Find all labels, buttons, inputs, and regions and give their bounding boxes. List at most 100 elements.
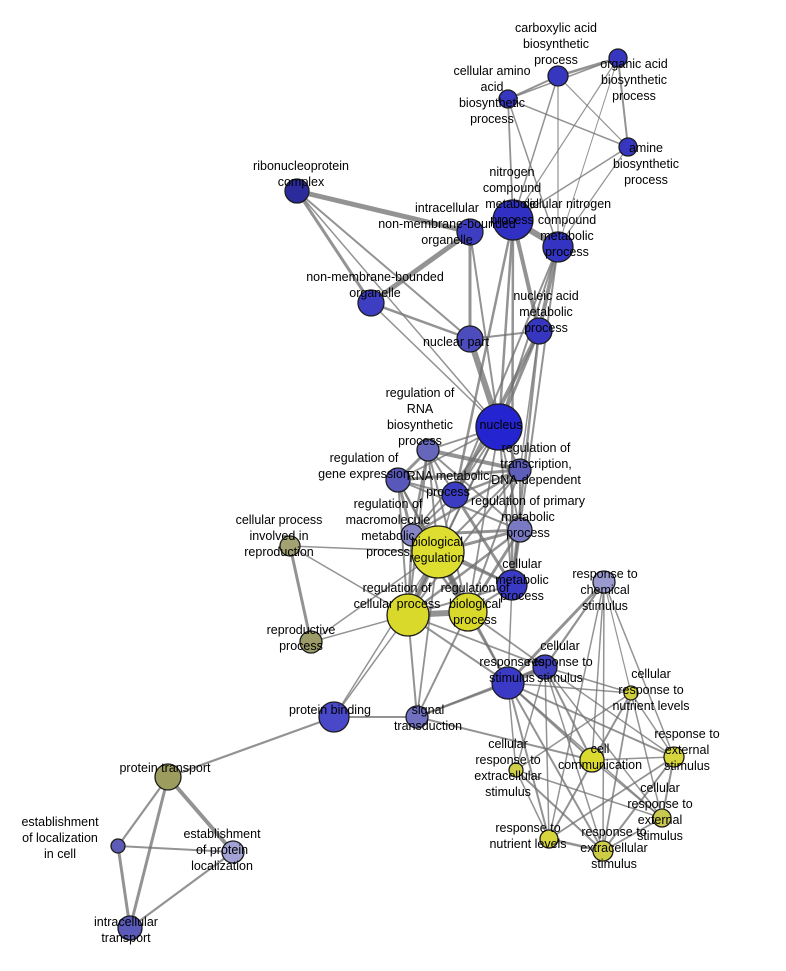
node-cellrespextra[interactable] xyxy=(508,762,524,778)
node-estprotloc[interactable] xyxy=(221,840,245,864)
edge-chemstim-respextra xyxy=(602,581,605,852)
node-inmbo[interactable] xyxy=(456,218,484,246)
node-cellcomm[interactable] xyxy=(579,747,605,773)
edge-chemstim-cellrespnut xyxy=(603,581,632,694)
edge-bioreg-sigtrans xyxy=(416,551,439,718)
edge-regtrans-reggene xyxy=(396,468,522,482)
edge-rnp-nmbo xyxy=(295,189,373,305)
edge-sigtrans-cellcomm xyxy=(416,716,593,761)
edge-chemstim-respext xyxy=(603,581,675,758)
node-amine[interactable] xyxy=(618,137,638,157)
edge-organic-cncmp xyxy=(557,57,619,248)
node-estloc[interactable] xyxy=(110,838,126,854)
edge-organic-ncmp xyxy=(512,57,619,221)
edge-bioreg-protbind xyxy=(333,551,439,718)
node-rnp[interactable] xyxy=(284,178,310,204)
edge-regcell-cellrespstim xyxy=(407,614,546,668)
node-respextra[interactable] xyxy=(592,840,614,862)
edge-namp-cellmet xyxy=(510,329,541,587)
edge-cellrespstim-cellrespnut xyxy=(544,666,632,694)
edge-amino-cncmp xyxy=(507,98,559,248)
node-sigtrans[interactable] xyxy=(405,705,429,729)
node-respext[interactable] xyxy=(663,746,685,768)
edge-regtrans-regbio xyxy=(467,469,521,613)
node-rnamp[interactable] xyxy=(441,481,469,509)
edge-reggene-regcell xyxy=(397,479,409,616)
node-intratrans[interactable] xyxy=(117,915,143,941)
node-cpir[interactable] xyxy=(279,535,301,557)
edge-chemstim-cellrespstim xyxy=(543,580,606,669)
edges-layer xyxy=(116,56,675,930)
node-respstim[interactable] xyxy=(491,666,525,700)
edge-regrna-regprimary xyxy=(427,449,521,531)
edge-cellrespnut-cellrespext xyxy=(630,692,663,819)
edge-cellrespnut-cellrespextra xyxy=(515,692,632,771)
edge-nmbo-nucleus xyxy=(370,302,500,428)
edge-organic-amine xyxy=(617,57,629,148)
edge-respext-respextra xyxy=(602,756,675,852)
edge-estloc-intratrans xyxy=(116,844,132,930)
node-regcell[interactable] xyxy=(386,593,430,637)
edge-ncmp-nucleus xyxy=(497,218,515,429)
node-cellrespnut[interactable] xyxy=(623,685,639,701)
edge-amine-cncmp xyxy=(557,146,629,248)
edge-inmbo-nmbo xyxy=(368,229,473,306)
node-regtrans[interactable] xyxy=(508,458,532,482)
edge-rnp-nucleus xyxy=(296,190,500,428)
edge-nmbo-nucpart xyxy=(369,301,472,341)
node-amino[interactable] xyxy=(498,89,518,109)
edge-cellrespstim-respext xyxy=(544,666,675,758)
edge-nucleus-regbio xyxy=(467,426,500,613)
edge-cpir-repro xyxy=(288,544,313,644)
node-bioreg[interactable] xyxy=(411,525,465,579)
edge-carb-amine xyxy=(557,75,629,148)
node-organic[interactable] xyxy=(608,48,628,68)
node-nmbo[interactable] xyxy=(357,289,385,317)
edge-regcell-cpir xyxy=(289,545,409,616)
node-cellrespext[interactable] xyxy=(652,808,672,828)
edge-cncmp-rnamp xyxy=(454,246,559,496)
node-reggene[interactable] xyxy=(385,467,411,493)
node-chemstim[interactable] xyxy=(592,570,616,594)
edge-regtrans-regcell xyxy=(407,469,521,616)
node-namp[interactable] xyxy=(525,317,553,345)
node-cncmp[interactable] xyxy=(542,231,574,263)
node-regprimary[interactable] xyxy=(507,517,533,543)
edge-regrna-regtrans xyxy=(426,448,522,472)
node-cellrespstim[interactable] xyxy=(532,654,558,680)
node-cellmet[interactable] xyxy=(496,569,528,601)
edge-regprimary-regcell xyxy=(406,528,522,617)
node-respnut[interactable] xyxy=(539,829,559,849)
node-protbind[interactable] xyxy=(318,701,350,733)
node-nucleus[interactable] xyxy=(475,403,523,451)
edge-respstim-cellrespnut xyxy=(507,682,632,694)
edge-prottrans-estprotloc xyxy=(166,775,235,854)
node-prottrans[interactable] xyxy=(154,763,182,791)
node-regbio[interactable] xyxy=(448,592,488,632)
node-nucpart[interactable] xyxy=(456,325,484,353)
edge-prottrans-estloc xyxy=(116,775,170,848)
edge-cellrespextra-respextra xyxy=(515,769,604,852)
edge-namp-regtrans xyxy=(519,330,540,471)
edge-chemstim-respnut xyxy=(548,581,605,840)
edge-cellrespstim-respextra xyxy=(544,666,604,852)
edge-cellrespnut-respextra xyxy=(602,692,632,852)
edge-amine-ncmp xyxy=(512,146,629,221)
edge-estprotloc-estloc xyxy=(117,845,234,853)
edge-chemstim-respstim xyxy=(506,580,606,685)
node-ncmp[interactable] xyxy=(492,199,534,241)
edge-respstim-respextra xyxy=(507,682,604,852)
edge-cellrespstim-respnut xyxy=(544,666,550,840)
edge-rnp-nucpart xyxy=(296,190,471,340)
node-carb[interactable] xyxy=(547,65,569,87)
edge-prottrans-intratrans xyxy=(128,775,170,930)
node-regrna[interactable] xyxy=(416,438,440,462)
node-repro[interactable] xyxy=(299,630,323,654)
